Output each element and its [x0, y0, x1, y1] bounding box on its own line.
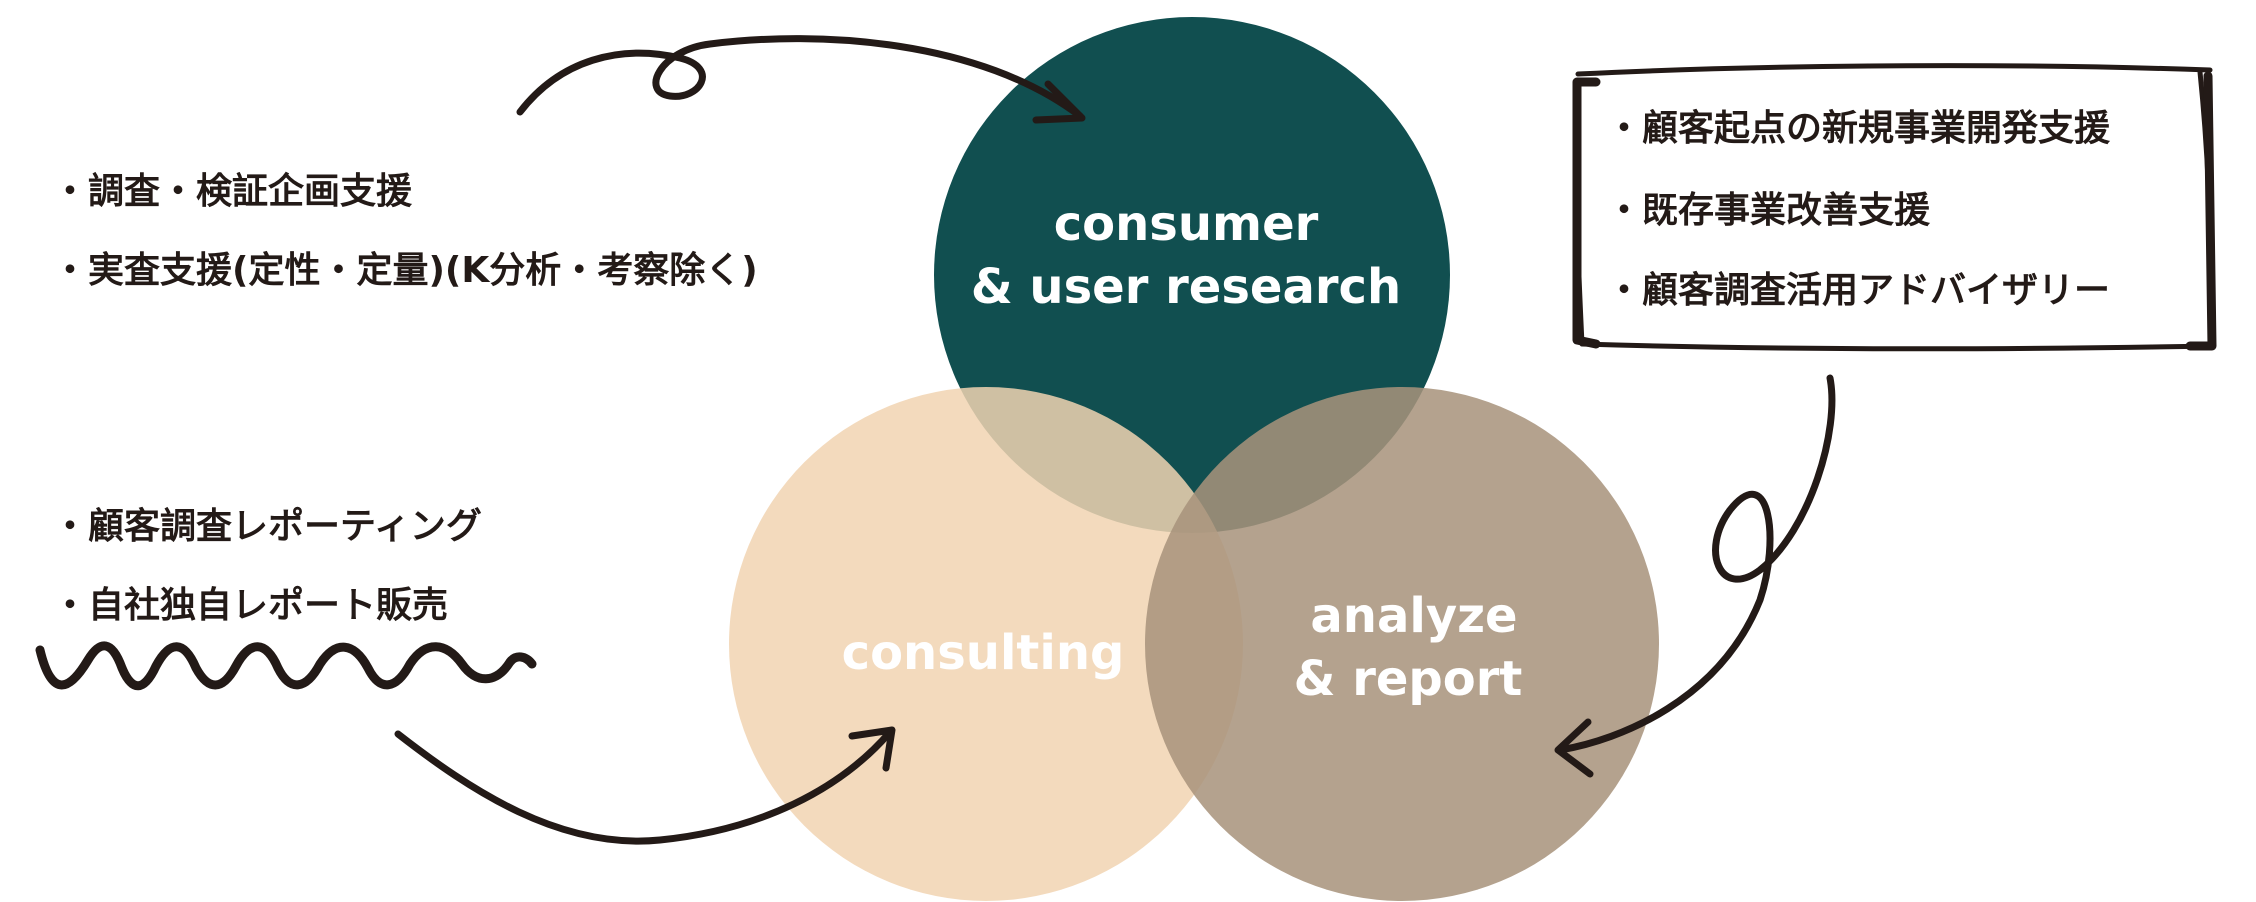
circle-labels: consumer & user research consulting anal… — [842, 196, 1523, 707]
looped-arrow-icon — [1554, 374, 1836, 778]
left-bottom-notes: ・顧客調査レポーティング ・自社独自レポート販売 — [52, 505, 482, 626]
curved-arrow-icon — [516, 35, 1086, 124]
consulting-circle — [729, 387, 1243, 901]
note-new-business: ・顧客起点の新規事業開発支援 — [1606, 108, 2111, 149]
note-existing-business: ・既存事業改善支援 — [1606, 190, 1931, 231]
note-reporting: ・顧客調査レポーティング — [52, 505, 482, 547]
venn-circles — [729, 17, 1659, 901]
report-circle — [1145, 387, 1659, 901]
wavy-line-icon — [35, 641, 537, 691]
box-bracket-right — [2185, 71, 2217, 351]
note-fieldwork-support: ・実査支援(定性・定量)(K分析・考察除く) — [52, 250, 758, 291]
curved-arrow-icon — [394, 726, 896, 845]
report-label-line1: analyze — [1310, 588, 1517, 644]
consulting-label: consulting — [842, 625, 1125, 681]
research-label-line1: consumer — [1054, 196, 1319, 252]
box-bracket-top-left — [1572, 77, 1601, 349]
note-advisory: ・顧客調査活用アドバイザリー — [1606, 270, 2110, 311]
note-own-reports: ・自社独自レポート販売 — [52, 584, 448, 626]
report-label-line2: & report — [1294, 651, 1523, 707]
right-box-notes: ・顧客起点の新規事業開発支援 ・既存事業改善支援 ・顧客調査活用アドバイザリー — [1572, 63, 2217, 352]
research-label-line2: & user research — [971, 259, 1401, 315]
left-top-notes: ・調査・検証企画支援 ・実査支援(定性・定量)(K分析・考察除く) — [52, 170, 758, 291]
note-planning-support: ・調査・検証企画支援 — [52, 170, 413, 212]
